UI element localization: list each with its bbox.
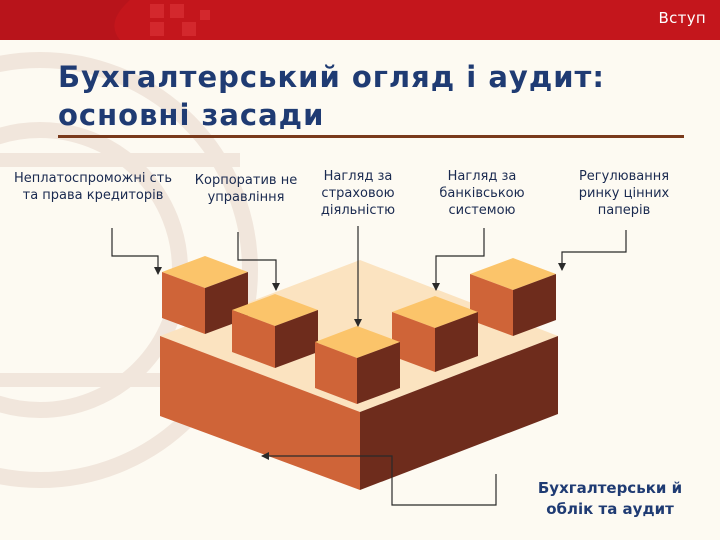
cube-banking: [392, 296, 478, 372]
foundation-label: Бухгалтерськи й облік та аудит: [520, 478, 700, 520]
arrow-insolvency: [112, 228, 158, 274]
cube-insurance: [315, 326, 400, 404]
arrow-securities: [562, 230, 626, 270]
cube-securities: [470, 258, 556, 336]
